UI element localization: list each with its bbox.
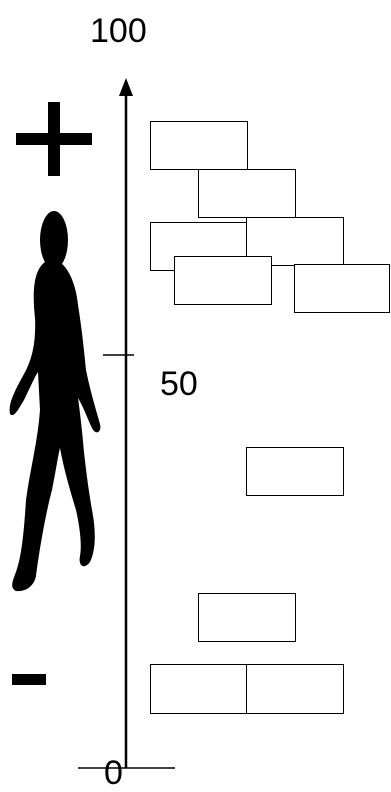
block xyxy=(150,121,248,170)
block xyxy=(150,664,248,714)
block xyxy=(198,169,296,218)
block xyxy=(246,664,344,714)
plus-sign-icon xyxy=(16,102,92,176)
block xyxy=(174,256,272,305)
scale-mid-label: 50 xyxy=(160,365,198,403)
scale-top-label: 100 xyxy=(90,12,147,50)
minus-sign-icon xyxy=(12,674,46,685)
block xyxy=(198,593,296,642)
block xyxy=(294,264,390,313)
scale-bottom-label: 0 xyxy=(104,754,123,792)
walking-person-icon xyxy=(9,211,101,592)
axis-arrowhead xyxy=(119,78,133,96)
block xyxy=(246,447,344,496)
